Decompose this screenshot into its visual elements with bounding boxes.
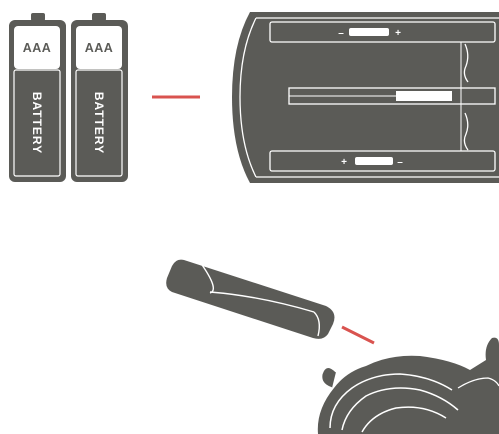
aaa-battery-icon: [71, 13, 128, 182]
insert-connector-line: [341, 325, 375, 345]
bottom-minus-mark: –: [397, 157, 403, 168]
battery-insert: [166, 259, 335, 339]
top-minus-mark: –: [338, 28, 344, 39]
battery-1-type: AAA: [23, 41, 52, 55]
battery-compartment-icon: [232, 12, 499, 183]
mouse: [317, 337, 499, 434]
spring-contact-icon: [463, 43, 469, 83]
battery-compartment: – + + –: [232, 12, 499, 183]
battery-insert-icon: [166, 259, 335, 339]
battery-2: AAA BATTERY: [71, 13, 128, 182]
battery-1: AAA BATTERY: [9, 13, 66, 182]
bottom-plus-mark: +: [341, 157, 347, 168]
top-plus-mark: +: [395, 28, 401, 39]
battery-2-type: AAA: [85, 41, 114, 55]
battery-2-label: BATTERY: [92, 92, 106, 154]
mouse-icon: [317, 337, 499, 434]
spring-contact-icon: [463, 112, 469, 151]
aaa-battery-icon: [9, 13, 66, 182]
battery-1-label: BATTERY: [30, 92, 44, 154]
